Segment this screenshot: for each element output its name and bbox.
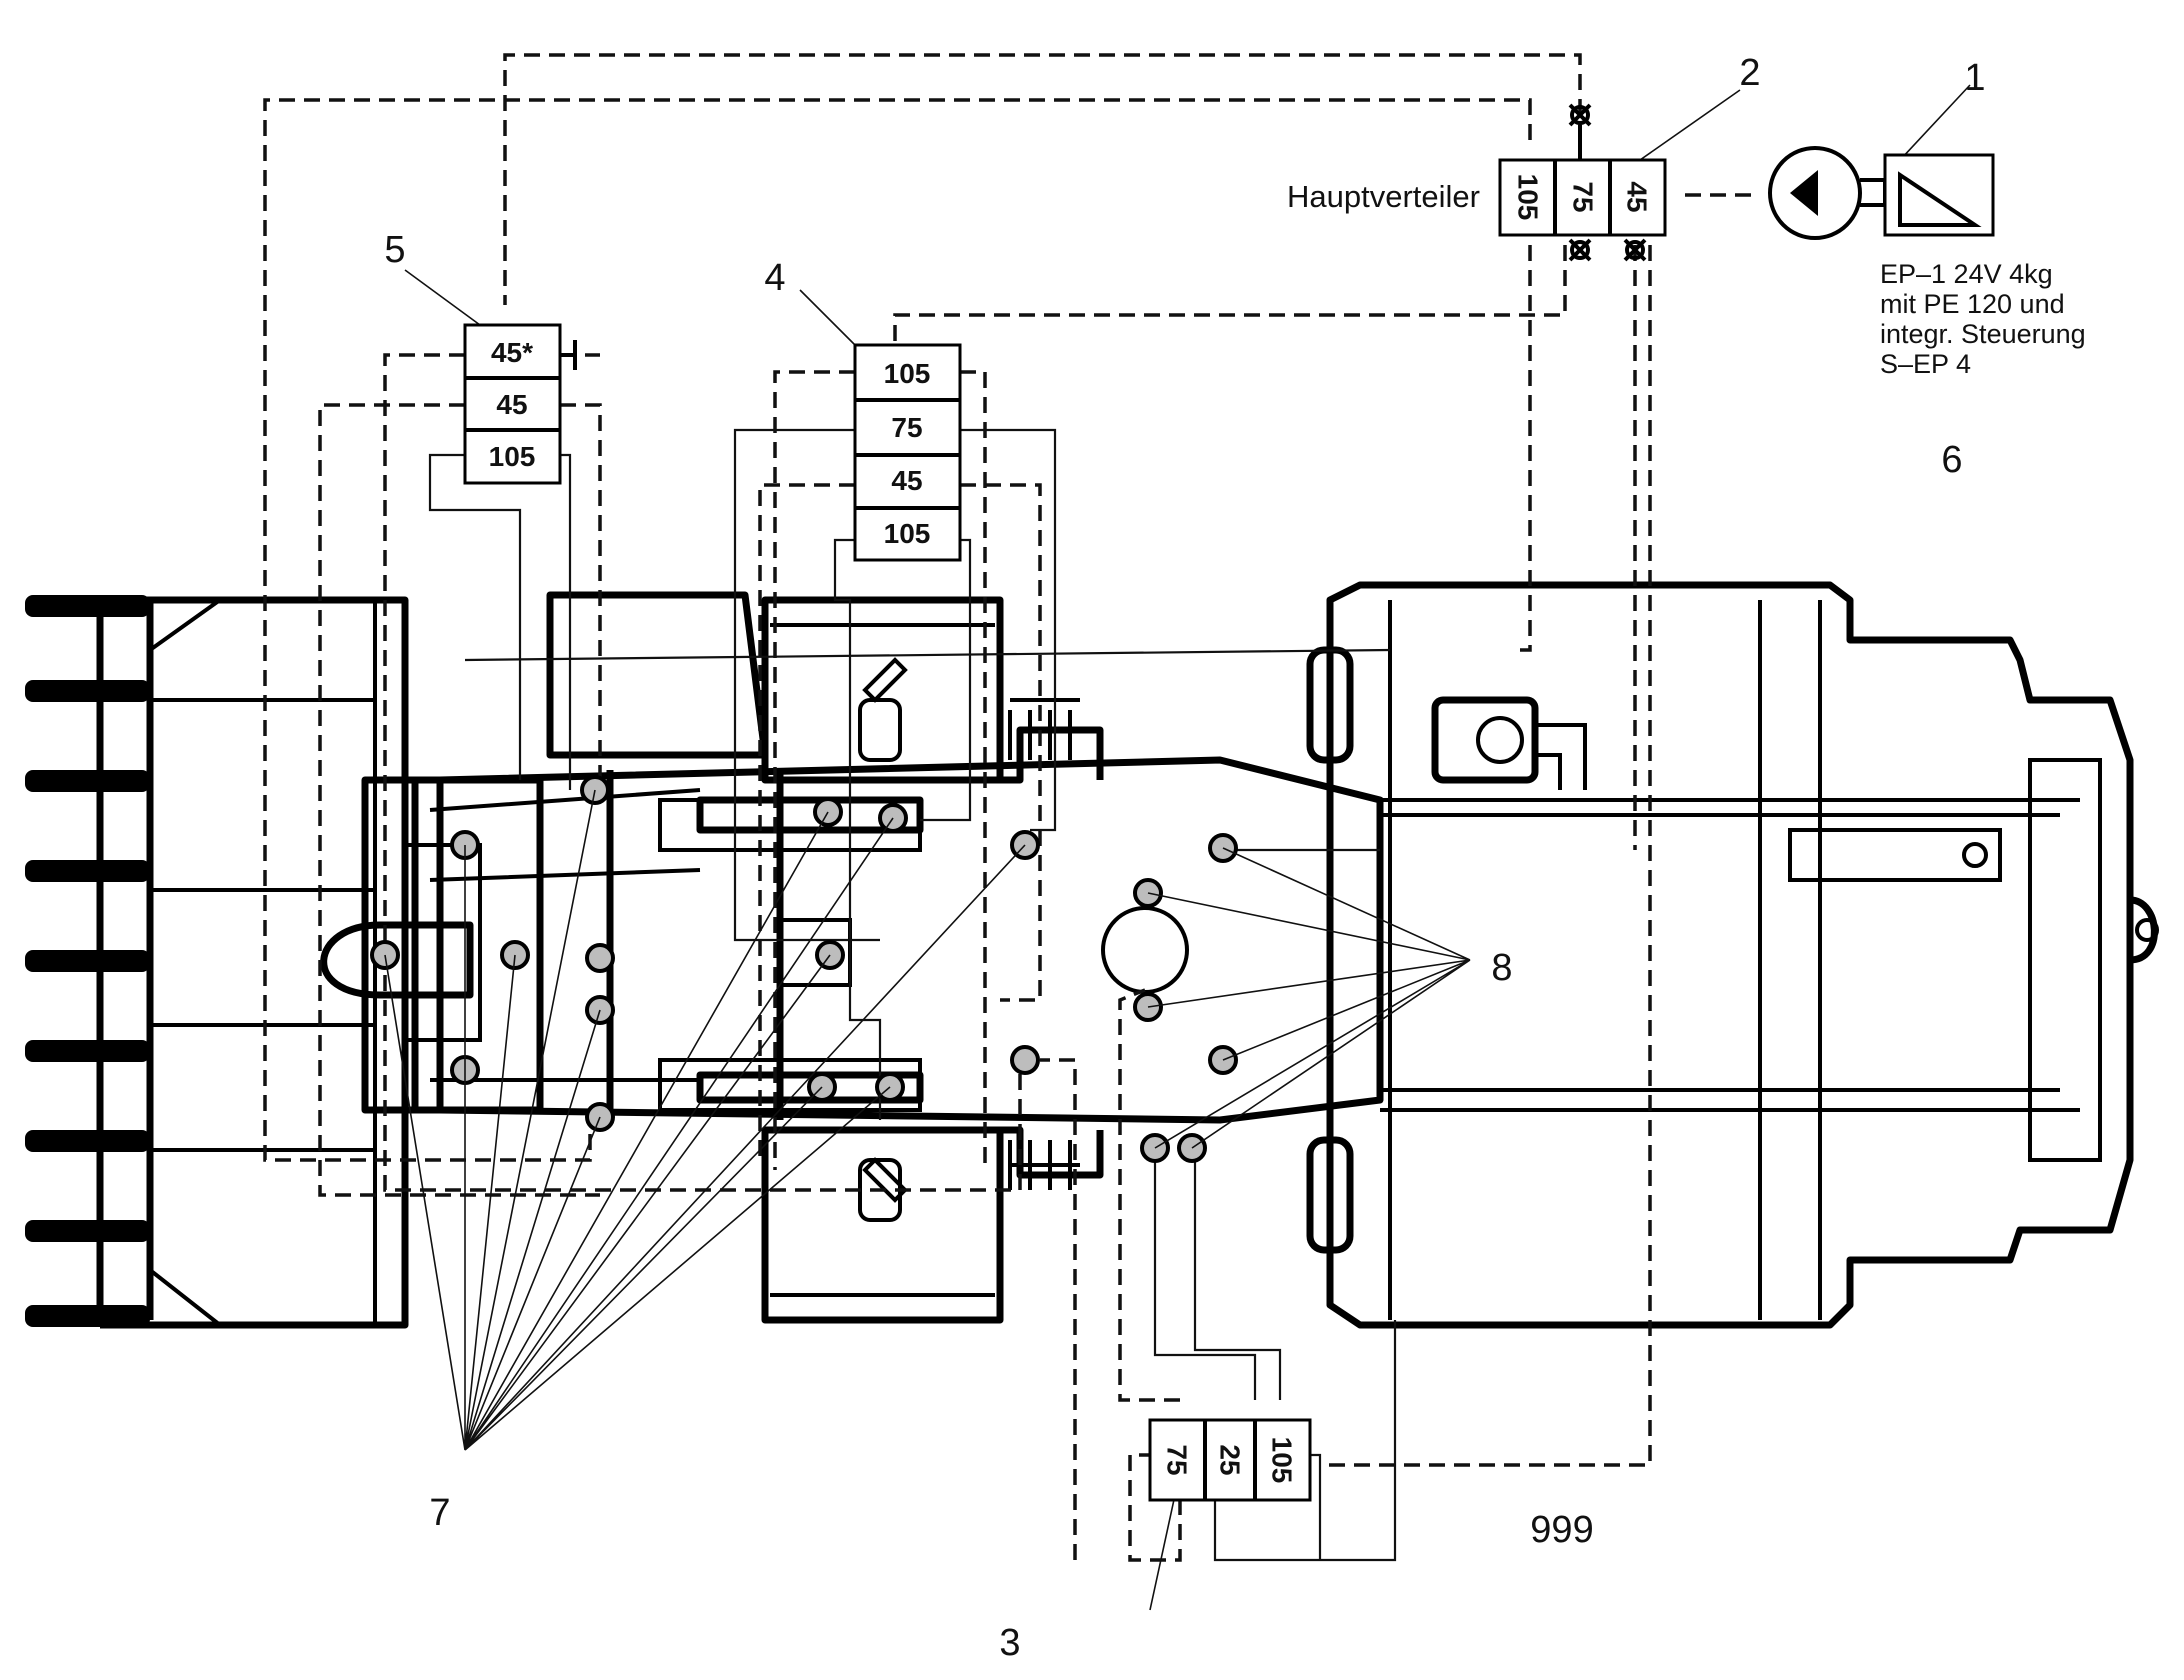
secondary-lines [428, 428, 1397, 1562]
bucket [25, 595, 409, 1329]
distributor-4-cell-1: 105 [884, 358, 931, 389]
leader-lines-7 [384, 789, 1026, 1451]
pump-info-line-1: EP–1 24V 4kg [1880, 259, 2053, 289]
distributor-3-cell-3: 105 [1267, 1437, 1298, 1484]
pump-info-line-4: S–EP 4 [1880, 349, 1971, 379]
callout-7: 7 [429, 1492, 450, 1534]
lube-point [1010, 1045, 1040, 1075]
distributor-4-cell-4: 105 [884, 518, 931, 549]
main-distributor-title: Hauptverteiler [1287, 179, 1480, 214]
machine-outline [25, 581, 2159, 1329]
distributor-5-cell-3: 105 [489, 441, 536, 472]
callout-4: 4 [764, 257, 785, 299]
main-distributor-cell-1: 105 [1513, 174, 1544, 221]
lube-point [585, 943, 615, 973]
engine [1306, 581, 2159, 1329]
frame [411, 657, 1384, 1222]
distributor-5-cell-1: 45* [491, 337, 533, 368]
distributor-5-cell-2: 45 [496, 389, 527, 420]
distributor-5: 45* 45 105 [463, 323, 577, 485]
callout-1: 1 [1964, 57, 1985, 99]
distributor-3: 75 25 105 [1148, 1418, 1312, 1502]
pump-info-line-3: integr. Steuerung [1880, 319, 2086, 349]
distributor-4-cell-3: 45 [891, 465, 922, 496]
main-distributor: 105 75 45 Hauptverteiler [1287, 103, 1667, 262]
leader-lines-numbers [404, 84, 1971, 1611]
callout-8: 8 [1491, 947, 1512, 989]
main-distributor-cell-2: 75 [1568, 181, 1599, 212]
pump-info-line-2: mit PE 120 und [1880, 289, 2065, 319]
primary-lines [263, 53, 1760, 1562]
callout-2: 2 [1739, 52, 1760, 94]
main-distributor-cell-3: 45 [1622, 181, 1653, 212]
distributor-3-cell-1: 75 [1162, 1444, 1193, 1475]
callout-6: 6 [1941, 439, 1962, 481]
distributor-3-cell-2: 25 [1215, 1444, 1246, 1475]
diagram-code: 999 [1530, 1509, 1593, 1551]
callouts: 1 2 3 4 5 6 7 8 999 [384, 52, 1985, 1664]
callout-5: 5 [384, 229, 405, 271]
pump-info: EP–1 24V 4kg mit PE 120 und integr. Steu… [1880, 259, 2086, 379]
distributor-4: 105 75 45 105 [853, 343, 962, 562]
pump [1768, 146, 1995, 240]
distributor-4-cell-2: 75 [891, 412, 922, 443]
callout-3: 3 [999, 1622, 1020, 1664]
leader-lines-8 [1147, 847, 1471, 1149]
